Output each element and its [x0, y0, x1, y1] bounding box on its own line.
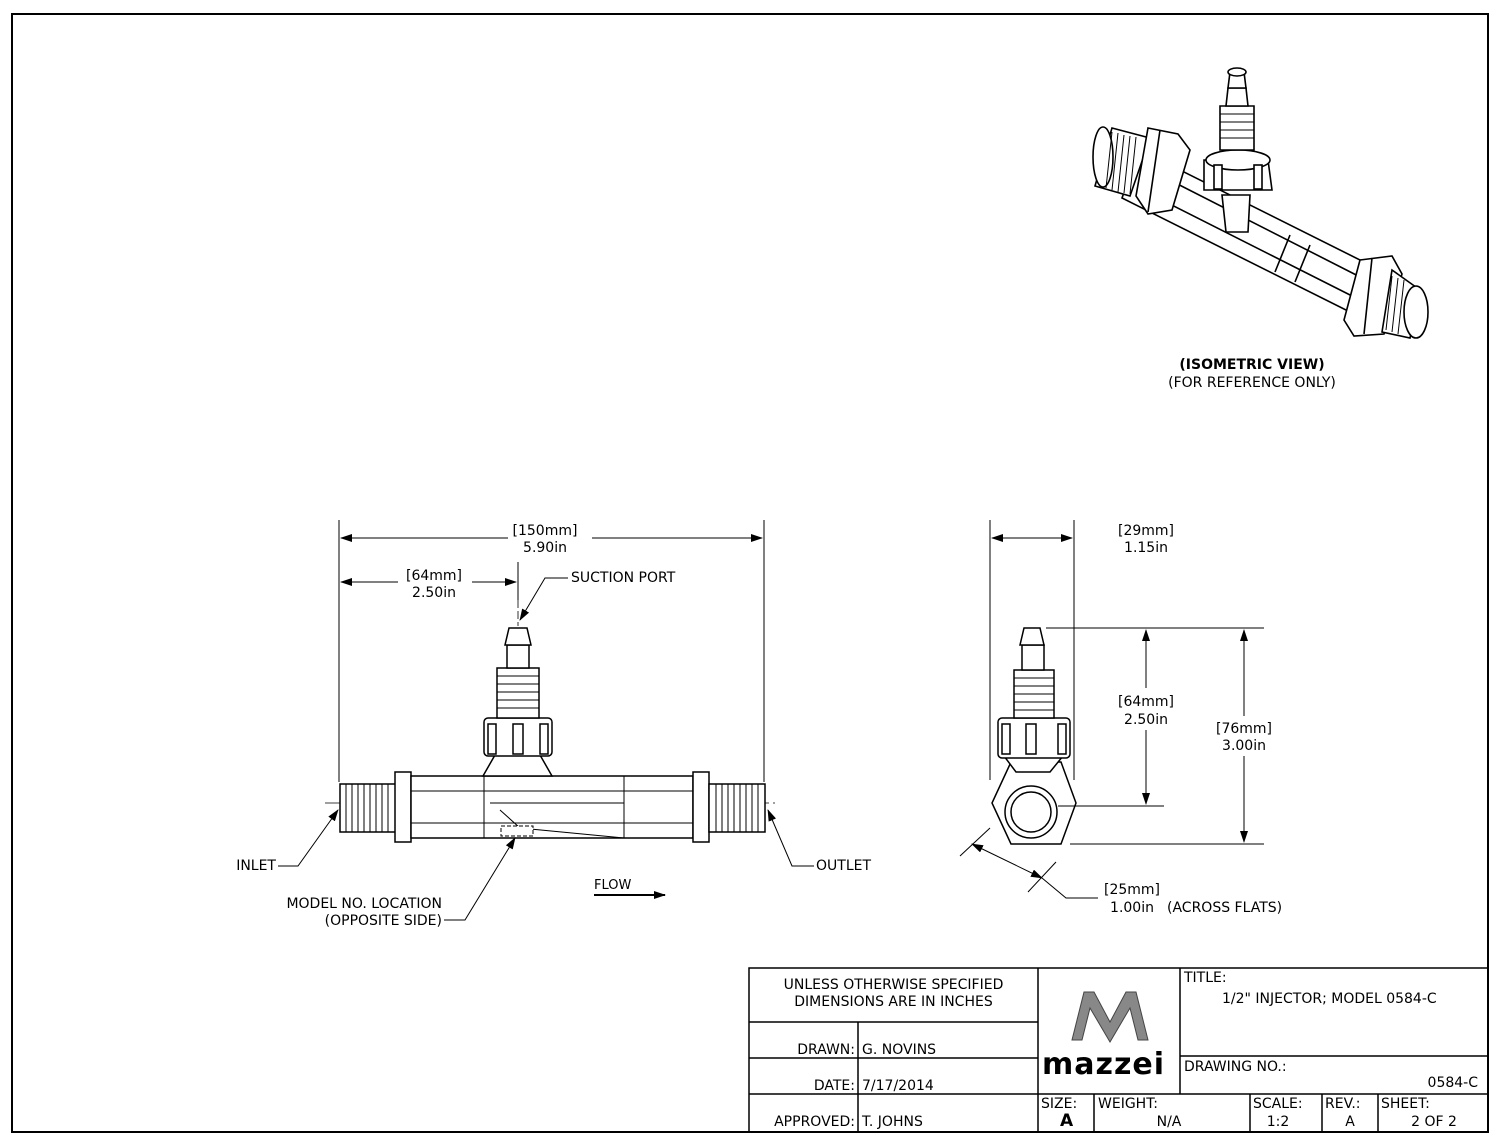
overall-length-in: 5.90in	[523, 540, 567, 556]
scale-label: SCALE:	[1253, 1096, 1303, 1112]
title-label: TITLE:	[1184, 970, 1227, 986]
side-height-in: 2.50in	[1124, 712, 1168, 728]
title-block-lines	[748, 967, 1489, 1133]
sheet-value: 2 OF 2	[1411, 1114, 1457, 1130]
approved-label: APPROVED:	[774, 1114, 855, 1130]
mazzei-logo-mark	[1071, 991, 1149, 1043]
mazzei-logo-text: mazzei	[1042, 1047, 1166, 1082]
flow-label: FLOW	[594, 878, 632, 893]
weight-label: WEIGHT:	[1098, 1096, 1158, 1112]
size-value: A	[1060, 1111, 1074, 1131]
approved-value: T. JOHNS	[862, 1114, 923, 1130]
total-height-mm: [76mm]	[1215, 721, 1272, 737]
inlet-label: INLET	[236, 858, 276, 874]
total-height-in: 3.00in	[1222, 738, 1266, 754]
isometric-title: (ISOMETRIC VIEW)	[1179, 357, 1325, 373]
across-flats-mm: [25mm]	[1103, 882, 1160, 898]
scale-value: 1:2	[1266, 1114, 1290, 1130]
sheet-label: SHEET:	[1381, 1096, 1430, 1112]
size-label: SIZE:	[1041, 1096, 1078, 1112]
front-dimensions	[278, 520, 814, 921]
tolerance-note-2: DIMENSIONS ARE IN INCHES	[794, 994, 993, 1010]
side-height-mm: [64mm]	[1117, 694, 1174, 710]
across-flats-in: 1.00in	[1110, 900, 1154, 916]
drawn-label: DRAWN:	[797, 1042, 855, 1058]
front-view	[325, 600, 775, 843]
overall-length-mm: [150mm]	[512, 523, 578, 539]
side-dimensions	[959, 520, 1264, 899]
drawn-value: G. NOVINS	[862, 1042, 937, 1058]
tolerance-note-1: UNLESS OTHERWISE SPECIFIED	[783, 977, 1004, 993]
model-location-note: (OPPOSITE SIDE)	[324, 913, 442, 929]
rev-value: A	[1345, 1114, 1355, 1130]
date-value: 7/17/2014	[862, 1078, 934, 1094]
side-width-in: 1.15in	[1124, 540, 1168, 556]
date-label: DATE:	[813, 1078, 855, 1094]
title-value: 1/2" INJECTOR; MODEL 0584-C	[1222, 991, 1437, 1007]
side-width-mm: [29mm]	[1117, 523, 1174, 539]
port-offset-in: 2.50in	[412, 585, 456, 601]
isometric-subtitle: (FOR REFERENCE ONLY)	[1168, 375, 1336, 391]
model-location-label: MODEL NO. LOCATION	[286, 896, 442, 912]
weight-value: N/A	[1156, 1114, 1182, 1130]
side-view	[991, 627, 1077, 845]
outlet-label: OUTLET	[816, 858, 872, 874]
suction-port-label: SUCTION PORT	[571, 570, 676, 586]
port-offset-mm: [64mm]	[405, 568, 462, 584]
rev-label: REV.:	[1325, 1096, 1361, 1112]
drawing-no-label: DRAWING NO.:	[1184, 1059, 1287, 1075]
drawing-no-value: 0584-C	[1427, 1075, 1478, 1091]
across-flats-note: (ACROSS FLATS)	[1167, 900, 1283, 916]
isometric-view	[1092, 67, 1429, 339]
